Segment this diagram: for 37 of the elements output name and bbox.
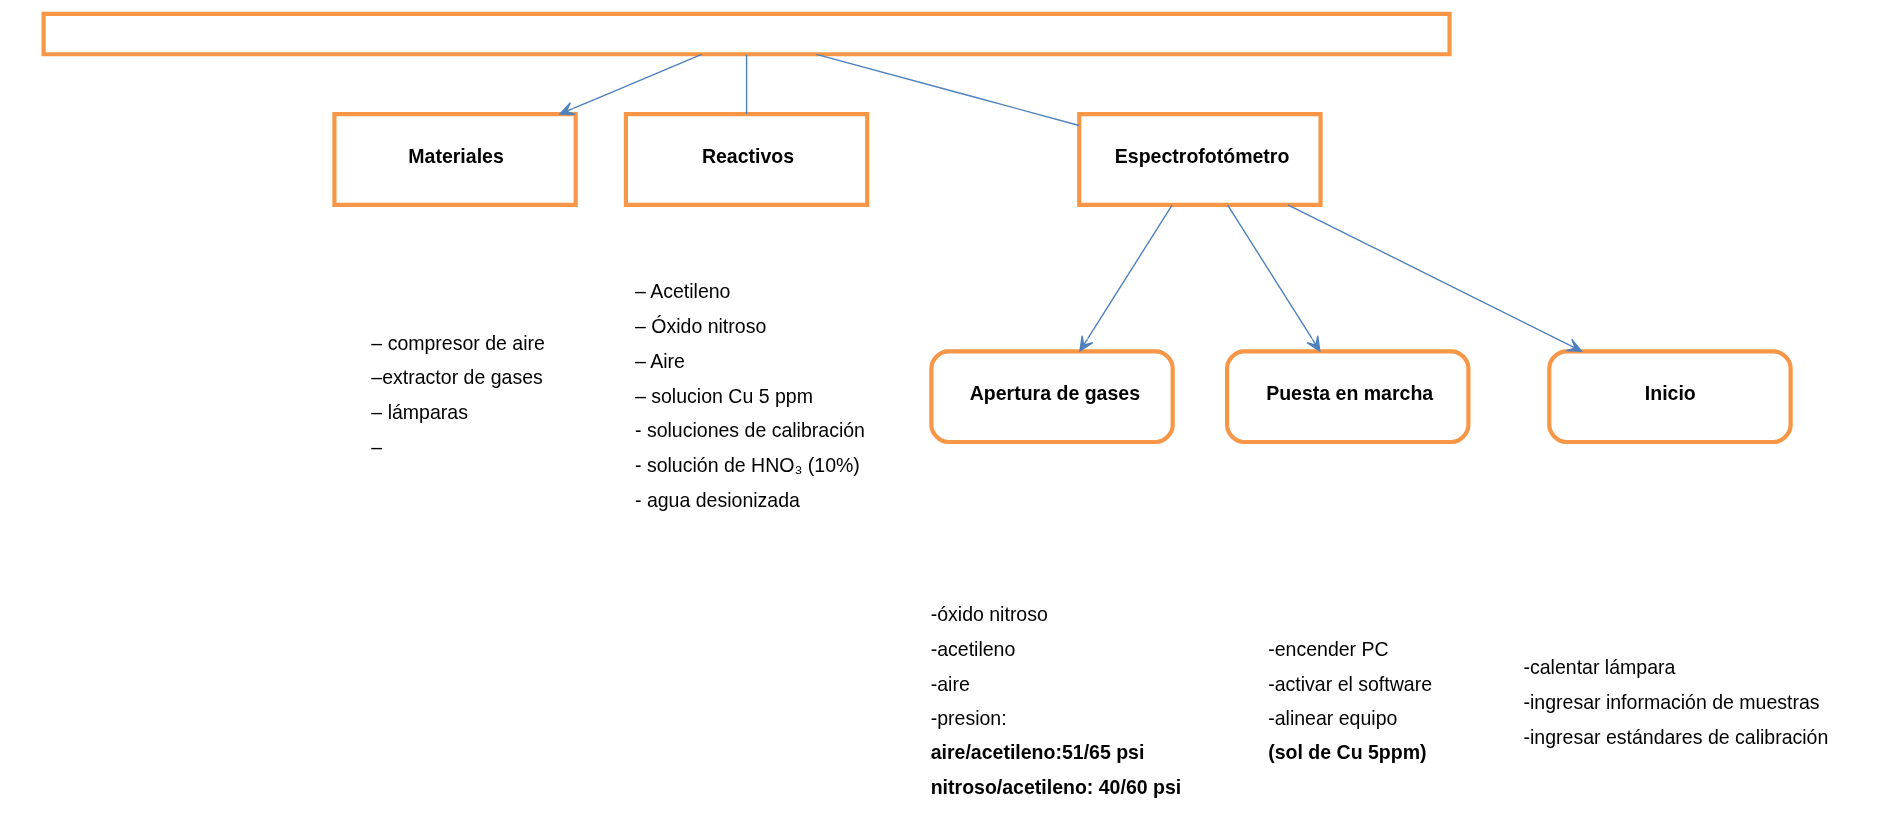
node-label: -ingresar información de muestras <box>1522 690 1820 713</box>
node-label: -aire <box>930 672 970 695</box>
node-label: -óxido nitroso <box>930 602 1048 625</box>
node-box: Puesta en marcha <box>1224 349 1470 445</box>
node-label: – solucion Cu 5 ppm <box>634 384 813 407</box>
arrow <box>1287 204 1582 352</box>
node-label: – Óxido nitroso <box>634 314 766 337</box>
node-label: (sol de Cu 5ppm) <box>1267 740 1427 763</box>
node-box: Espectrofotómetro <box>1076 112 1323 207</box>
node-box: Materiales <box>331 112 578 207</box>
node-box <box>41 11 1452 57</box>
node-label: nitroso/acetileno: 40/60 psi <box>930 775 1181 798</box>
node-label: -activar el software <box>1267 672 1432 695</box>
node-box: Reactivos <box>623 112 869 207</box>
node-label: -calentar lámpara <box>1522 655 1675 678</box>
node-label: -ingresar estándares de calibración <box>1522 725 1828 748</box>
node-label: -encender PC <box>1267 637 1389 660</box>
arrow <box>558 53 702 116</box>
node-label: – compresor de aire <box>370 331 545 354</box>
node-label: aire/acetileno:51/65 psi <box>930 740 1144 763</box>
connector <box>745 53 747 115</box>
node-label: -acetileno <box>930 637 1015 660</box>
node-label: –extractor de gases <box>370 366 543 389</box>
node-label: - agua desionizada <box>634 489 800 512</box>
node-label: – <box>370 436 382 459</box>
node-label: -presion: <box>930 707 1007 730</box>
node-label: - solución de HNO₃ (10%) <box>634 454 860 477</box>
arrow <box>1226 204 1320 352</box>
arrow <box>1078 204 1173 352</box>
node-label: -alinear equipo <box>1267 707 1397 730</box>
node-box: Apertura de gases <box>928 349 1175 445</box>
node-label: – Acetileno <box>634 279 730 302</box>
node-label: - soluciones de calibración <box>634 419 865 442</box>
node-label: – Aire <box>634 349 685 372</box>
node-box: Inicio <box>1546 349 1793 445</box>
node-label: – lámparas <box>370 401 468 424</box>
connector <box>815 53 1080 127</box>
